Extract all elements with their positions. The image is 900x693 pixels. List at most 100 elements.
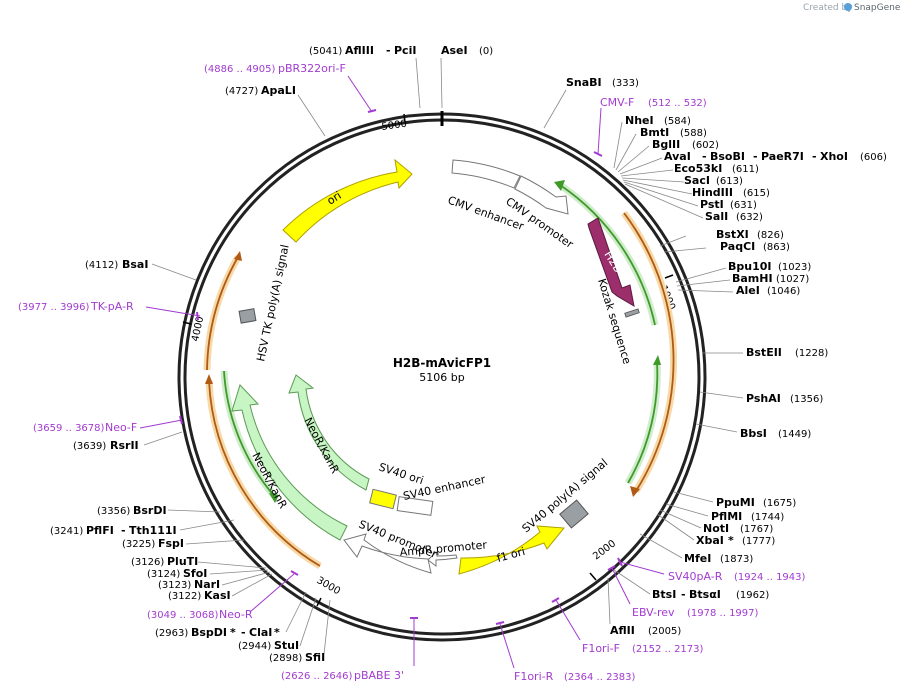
enzyme-asei[interactable]: AseI (0) bbox=[441, 44, 493, 57]
f1-ori-arrow[interactable] bbox=[458, 525, 565, 575]
enzyme-bbsi[interactable]: BbsI (1449) bbox=[740, 427, 811, 440]
enzyme-saci-name: SacI bbox=[684, 174, 710, 187]
sv40-polya-block[interactable] bbox=[559, 499, 589, 529]
ori-arrow[interactable] bbox=[282, 158, 413, 243]
enzyme-noti[interactable]: NotI (1767) bbox=[703, 522, 773, 535]
tick-3000: 3000 bbox=[315, 575, 343, 597]
enzyme-pflfi-group[interactable]: (3241) PflFI - Tth111I bbox=[50, 524, 177, 537]
primer-sv40pa-r[interactable]: SV40pA-R (1924 .. 1943) bbox=[668, 570, 806, 583]
plasmid-size: 5106 bp bbox=[419, 371, 464, 384]
enzyme-clai-mark: * bbox=[274, 626, 280, 639]
enzyme-sfoi[interactable]: (3124) SfoI bbox=[147, 567, 207, 580]
enzyme-bsrdi[interactable]: (3356) BsrDI bbox=[97, 504, 167, 517]
enzyme-sfii[interactable]: (2898) SfiI bbox=[269, 651, 325, 664]
enzyme-bbsi-name: BbsI bbox=[740, 427, 767, 440]
enzyme-bspdi-group[interactable]: (2963) BspDI * - ClaI * bbox=[155, 626, 280, 639]
primer-pbr322ori-f[interactable]: (4886 .. 4905) pBR322ori-F bbox=[204, 62, 346, 75]
sv40-polya-label: SV40 poly(A) signal bbox=[520, 456, 611, 535]
leader-saci bbox=[621, 177, 685, 183]
enzyme-pshai[interactable]: PshAI (1356) bbox=[746, 392, 823, 405]
leader-noti bbox=[659, 509, 702, 529]
primer-neo-r[interactable]: (3049 .. 3068) Neo-R bbox=[147, 608, 253, 621]
h2b-arrow[interactable] bbox=[587, 217, 635, 307]
hsv-tk-polya-block[interactable] bbox=[238, 308, 257, 324]
primer-f1ori-r[interactable]: F1ori-R (2364 .. 2383) bbox=[514, 670, 636, 683]
enzyme-kasi[interactable]: (3122) KasI bbox=[168, 589, 231, 602]
enzyme-afliii-pcii[interactable]: (5041) AflIII - PciI bbox=[309, 44, 416, 57]
primer-tk-pa-r[interactable]: (3977 .. 3996) TK-pA-R bbox=[18, 300, 134, 313]
enzyme-snabi-name: SnaBI bbox=[566, 76, 602, 89]
enzyme-bsrdi-num: (3356) bbox=[97, 506, 130, 517]
enzyme-bamhi[interactable]: BamHI (1027) bbox=[732, 272, 809, 285]
cmv-promoter-arrow[interactable] bbox=[514, 175, 569, 215]
enzyme-bpu10i[interactable]: Bpu10I (1023) bbox=[728, 260, 811, 273]
enzyme-rsrii[interactable]: (3639) RsrII bbox=[73, 439, 139, 452]
enzyme-avai-name: AvaI bbox=[664, 150, 691, 163]
enzyme-asei-num: (0) bbox=[479, 46, 493, 57]
enzyme-sfii-name: SfiI bbox=[305, 651, 325, 664]
primer-labels: (4886 .. 4905) pBR322ori-F CMV-F (512 ..… bbox=[18, 62, 806, 683]
enzyme-bstxi[interactable]: BstXI (826) bbox=[716, 228, 784, 241]
primer-cmv-f[interactable]: CMV-F (512 .. 532) bbox=[600, 96, 707, 109]
enzyme-afliii-sep: - bbox=[386, 44, 391, 57]
enzyme-aflii[interactable]: AflII (2005) bbox=[610, 624, 681, 637]
sv40-enhancer-block[interactable] bbox=[396, 496, 434, 516]
primer-ebv-rev[interactable]: EBV-rev (1978 .. 1997) bbox=[632, 606, 759, 619]
enzyme-ppumi[interactable]: PpuMI (1675) bbox=[716, 496, 796, 509]
enzyme-eco53ki[interactable]: Eco53kI (611) bbox=[674, 162, 759, 175]
enzyme-pluti[interactable]: (3126) PluTI bbox=[131, 555, 198, 568]
tick-5000: 5000 bbox=[381, 119, 408, 133]
enzyme-btsi-group[interactable]: BtsI - BtsαI (1962) bbox=[652, 588, 769, 601]
enzyme-hindiii[interactable]: HindIII (615) bbox=[692, 186, 770, 199]
sv40-promoter-arrow[interactable] bbox=[343, 533, 432, 574]
enzyme-bsteii-name: BstEII bbox=[746, 346, 782, 359]
primer-pbabe-3[interactable]: (2626 .. 2646) pBABE 3' bbox=[281, 669, 404, 682]
enzyme-sali[interactable]: SalI (632) bbox=[705, 210, 763, 223]
enzyme-pflmi[interactable]: PflMI (1744) bbox=[711, 510, 784, 523]
enzyme-nari[interactable]: (3123) NarI bbox=[158, 578, 220, 591]
ampr-promoter-arrow[interactable] bbox=[427, 551, 458, 567]
enzyme-paqci[interactable]: PaqCI (863) bbox=[720, 240, 790, 253]
neokan-inner-arrow[interactable] bbox=[288, 374, 370, 491]
enzyme-snabi[interactable]: SnaBI (333) bbox=[566, 76, 639, 89]
leader-avai bbox=[619, 157, 663, 175]
primer-cmvf-name: CMV-F bbox=[600, 96, 634, 109]
primer-line-neor bbox=[249, 573, 295, 613]
leader-bamhi bbox=[676, 279, 731, 287]
enzyme-nari-num: (3123) bbox=[158, 580, 191, 591]
enzyme-bmti[interactable]: BmtI (588) bbox=[640, 126, 707, 139]
enzyme-xbai[interactable]: XbaI * (1777) bbox=[696, 534, 775, 547]
kozak-block[interactable] bbox=[624, 308, 640, 318]
enzyme-saci[interactable]: SacI (613) bbox=[684, 174, 743, 187]
leader-xbai bbox=[656, 513, 695, 541]
primer-neo-f[interactable]: (3659 .. 3678) Neo-F bbox=[33, 421, 137, 434]
primer-f1ori-f[interactable]: F1ori-F (2152 .. 2173) bbox=[582, 642, 704, 655]
green-track-right bbox=[627, 361, 659, 484]
enzyme-kasi-num: (3122) bbox=[168, 591, 201, 602]
cmv-enhancer-block[interactable] bbox=[451, 159, 521, 189]
enzyme-psti[interactable]: PstI (631) bbox=[700, 198, 757, 211]
enzyme-tth111i-name: Tth111I bbox=[129, 524, 177, 537]
enzyme-nhei[interactable]: NheI (584) bbox=[625, 114, 691, 127]
leader-pshai bbox=[699, 391, 744, 399]
enzyme-bglii[interactable]: BglII (602) bbox=[652, 138, 719, 151]
enzyme-alei[interactable]: AleI (1046) bbox=[736, 284, 800, 297]
enzyme-alei-name: AleI bbox=[736, 284, 760, 297]
sv40-ori-block[interactable] bbox=[369, 488, 397, 510]
enzyme-avai-group[interactable]: AvaI - BsoBI - PaeR7I - XhoI (606) bbox=[664, 150, 887, 163]
primer-lines bbox=[139, 75, 665, 669]
enzyme-fspi[interactable]: (3225) FspI bbox=[122, 537, 184, 550]
primer-mark-tkpar bbox=[196, 311, 199, 321]
enzyme-apali[interactable]: (4727) ApaLI bbox=[225, 84, 296, 97]
enzyme-stui[interactable]: (2944) StuI bbox=[238, 639, 299, 652]
primer-mark-pbr322 bbox=[367, 109, 377, 113]
enzyme-btsi-sep: - bbox=[681, 588, 686, 601]
neokan-outer-arrow[interactable] bbox=[231, 384, 348, 541]
enzyme-pshai-name: PshAI bbox=[746, 392, 781, 405]
enzyme-paqci-num: (863) bbox=[763, 242, 790, 253]
orange-tracks bbox=[203, 210, 677, 570]
enzyme-mfei[interactable]: MfeI (1873) bbox=[684, 552, 753, 565]
enzyme-bsteii[interactable]: BstEII (1228) bbox=[746, 346, 828, 359]
enzyme-bsai[interactable]: (4112) BsaI bbox=[85, 258, 148, 271]
primer-line-pbr322 bbox=[347, 75, 373, 113]
